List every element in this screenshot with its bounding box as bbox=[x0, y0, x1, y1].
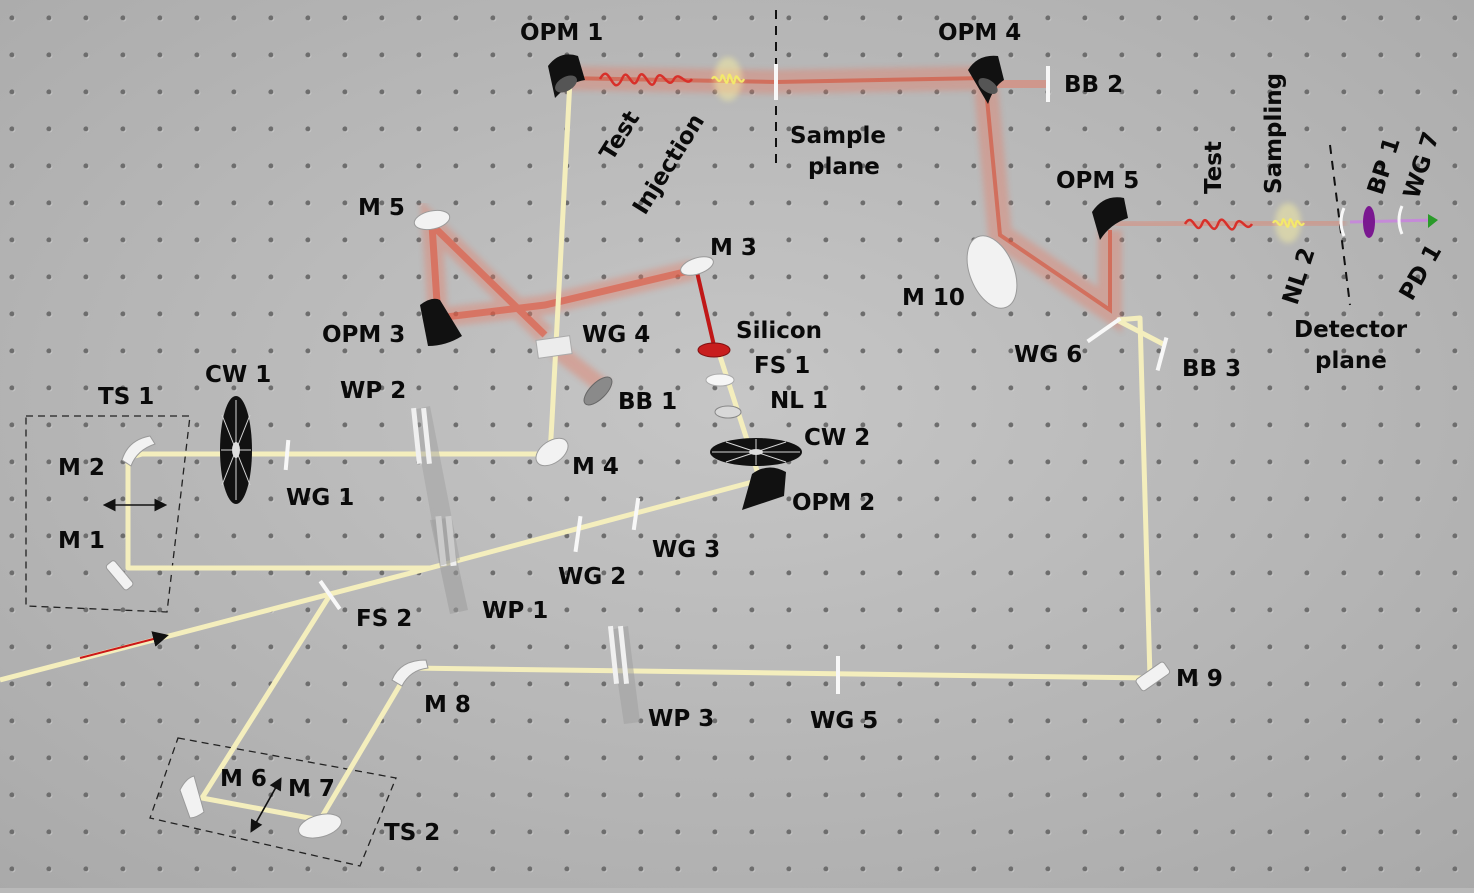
fs1-component bbox=[705, 373, 735, 387]
silicon-beam bbox=[695, 271, 717, 351]
test-pulse-lower bbox=[1183, 218, 1254, 231]
cw1-chopper-wheel-icon bbox=[220, 396, 252, 504]
label-wg3: WG 3 bbox=[652, 537, 720, 563]
label-cw2: CW 2 bbox=[804, 425, 870, 451]
bb2-component bbox=[1046, 66, 1050, 102]
label-silicon: Silicon bbox=[736, 318, 822, 344]
label-m8: M 8 bbox=[424, 692, 471, 718]
m3-component bbox=[680, 256, 714, 276]
m9-component bbox=[1135, 661, 1171, 692]
label-detector-plane-2: plane bbox=[1315, 348, 1387, 374]
ts2-double-arrow-icon bbox=[250, 777, 282, 833]
label-test-lower: Test bbox=[1201, 141, 1227, 194]
label-m10: M 10 bbox=[902, 285, 965, 311]
labels: OPM 1 OPM 4 BB 2 Sample plane Test Injec… bbox=[58, 20, 1447, 846]
label-m7: M 7 bbox=[288, 776, 335, 802]
label-sample-plane-1: Sample bbox=[790, 123, 886, 149]
silicon-component bbox=[697, 342, 731, 358]
label-cw1: CW 1 bbox=[205, 362, 271, 388]
thin-optics bbox=[283, 64, 1404, 694]
ts1-box bbox=[25, 415, 191, 613]
wp2-component bbox=[412, 406, 460, 566]
sampling-pulse bbox=[1272, 203, 1305, 243]
label-m4: M 4 bbox=[572, 454, 619, 480]
label-wp1: WP 1 bbox=[482, 598, 548, 624]
sample-plane-marker bbox=[774, 64, 778, 100]
bb1-component bbox=[583, 376, 613, 406]
label-fs1: FS 1 bbox=[754, 353, 810, 379]
m4-component bbox=[535, 437, 569, 467]
label-m3: M 3 bbox=[710, 235, 757, 261]
label-fs2: FS 2 bbox=[356, 606, 412, 632]
opm3-component bbox=[420, 298, 462, 346]
wg3-component bbox=[631, 497, 641, 531]
label-m1: M 1 bbox=[58, 528, 105, 554]
bb3-component bbox=[1155, 337, 1169, 371]
label-m9: M 9 bbox=[1176, 666, 1223, 692]
ts2-box bbox=[149, 737, 397, 867]
test-pulse-upper bbox=[598, 72, 694, 87]
nl1-component bbox=[714, 405, 742, 419]
label-bb1: BB 1 bbox=[618, 389, 677, 415]
label-wg4: WG 4 bbox=[582, 322, 650, 348]
nl2-component bbox=[1339, 207, 1346, 237]
label-ts1: TS 1 bbox=[98, 384, 154, 410]
opm2-component bbox=[742, 467, 786, 510]
label-m6: M 6 bbox=[220, 766, 267, 792]
mirrors bbox=[105, 209, 1171, 839]
label-wg5: WG 5 bbox=[810, 708, 878, 734]
label-wp2: WP 2 bbox=[340, 378, 406, 404]
m2-component bbox=[121, 435, 156, 467]
label-wg1: WG 1 bbox=[286, 485, 354, 511]
label-detector-plane-1: Detector bbox=[1294, 317, 1408, 343]
label-opm3: OPM 3 bbox=[322, 322, 405, 348]
wg2-component bbox=[573, 515, 583, 553]
label-ts2: TS 2 bbox=[384, 820, 440, 846]
m5-component bbox=[413, 209, 451, 231]
cw2-chopper-wheel-icon bbox=[710, 438, 802, 466]
label-wg6: WG 6 bbox=[1014, 342, 1082, 368]
label-sampling: Sampling bbox=[1261, 73, 1287, 194]
wave-plates bbox=[411, 406, 640, 724]
label-nl1: NL 1 bbox=[770, 388, 828, 414]
injection-pulse bbox=[711, 57, 746, 101]
label-opm5: OPM 5 bbox=[1056, 168, 1139, 194]
m10-component bbox=[966, 235, 1018, 309]
wg7-component bbox=[1397, 205, 1404, 235]
label-opm4: OPM 4 bbox=[938, 20, 1021, 46]
label-wp3: WP 3 bbox=[648, 706, 714, 732]
m6-component bbox=[179, 775, 205, 819]
wg5-component bbox=[836, 656, 840, 694]
label-bb3: BB 3 bbox=[1182, 356, 1241, 382]
fs2-component bbox=[318, 579, 342, 611]
label-wg2: WG 2 bbox=[558, 564, 626, 590]
wg4-component bbox=[535, 335, 573, 359]
wg1-component bbox=[283, 439, 291, 471]
label-opm2: OPM 2 bbox=[792, 490, 875, 516]
label-m2: M 2 bbox=[58, 455, 105, 481]
wg6-component bbox=[1086, 316, 1122, 344]
m7-component bbox=[298, 813, 342, 839]
opm1-component bbox=[548, 54, 585, 98]
opm4-component bbox=[968, 55, 1004, 104]
pd1-component bbox=[1428, 214, 1438, 228]
label-m5: M 5 bbox=[358, 195, 405, 221]
m8-component bbox=[391, 659, 429, 687]
label-opm1: OPM 1 bbox=[520, 20, 603, 46]
label-bb2: BB 2 bbox=[1064, 72, 1123, 98]
label-sample-plane-2: plane bbox=[808, 154, 880, 180]
input-beam-arrow bbox=[79, 631, 169, 659]
bp1-component bbox=[1363, 206, 1375, 238]
opm5-component bbox=[1092, 197, 1128, 240]
m1-component bbox=[105, 560, 134, 591]
